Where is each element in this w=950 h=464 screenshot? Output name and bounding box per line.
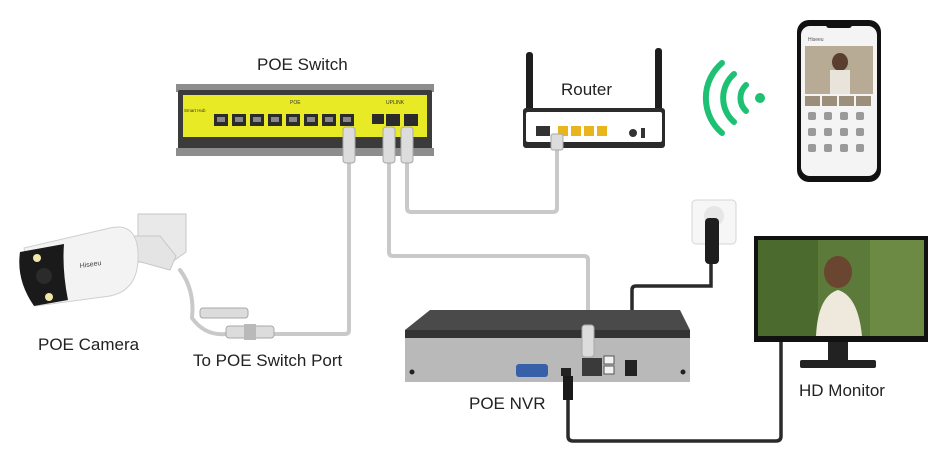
camera-pigtail [199,307,275,340]
phone-thumbnail [822,96,837,106]
router-lan-port [597,126,607,136]
phone-header-text: Hiseeu [808,37,824,43]
poe-switch: Smart Hub POE UPLINK [176,84,434,156]
label-poe-nvr: POE NVR [469,394,546,413]
switch-plugs [342,126,414,164]
router-ports [558,126,607,136]
hdmi-cable-monitor [566,334,783,443]
label-poe-camera: POE Camera [38,335,140,354]
phone-app-icon [840,144,848,152]
phone-app-icon [840,112,848,120]
label-poe-switch: POE Switch [257,55,348,74]
cable-camera-tail [178,268,228,337]
switch-uplink-text: UPLINK [386,100,405,106]
smartphone: Hiseeu [797,20,881,182]
wifi-icon [702,60,765,136]
phone-thumbnail [839,96,854,106]
camera-brand-text: Hiseeu [79,260,102,270]
uplink-port [404,114,418,126]
router-antenna-left [526,52,533,112]
switch-poe-text: POE [290,100,301,106]
poe-nvr [405,310,690,400]
phone-app-icon [824,112,832,120]
phone-app-icon [808,128,816,136]
poe-camera: Hiseeu [19,213,187,307]
phone-app-icon [824,144,832,152]
diagram-labels: POE Switch Router POE Camera To POE Swit… [38,55,885,413]
router [523,48,665,151]
wall-socket [691,199,737,264]
router-antenna-right [655,48,662,112]
phone-app-icons [808,112,864,152]
uplink-port [386,114,400,126]
router-lan-port [571,126,581,136]
cable-switch-to-nvr [387,158,590,327]
phone-app-icon [856,112,864,120]
router-lan-port [584,126,594,136]
cable-switch-to-router [405,140,559,214]
router-lan-port [558,126,568,136]
phone-app-icon [856,144,864,152]
power-cable-nvr [630,260,713,364]
label-switch-port: To POE Switch Port [193,351,343,370]
phone-app-icon [808,112,816,120]
phone-app-icon [840,128,848,136]
phone-app-icon [824,128,832,136]
label-hd-monitor: HD Monitor [799,381,885,400]
cable-switch-to-camera [268,158,351,336]
ethernet-cables [178,140,590,337]
phone-thumbnail [805,96,820,106]
phone-thumbnails [805,96,871,106]
nvr-lan-port [582,358,602,376]
power-and-hdmi-cables [566,260,783,443]
hd-monitor [754,236,928,368]
switch-brand-text: Smart Hub [184,108,206,113]
power-adapter [705,218,719,264]
phone-app-icon [856,128,864,136]
nvr-vga-port [516,364,548,377]
label-router: Router [561,80,612,99]
switch-ports [214,114,418,126]
phone-app-icon [808,144,816,152]
phone-thumbnail [856,96,871,106]
nvr-power-port [625,360,637,376]
